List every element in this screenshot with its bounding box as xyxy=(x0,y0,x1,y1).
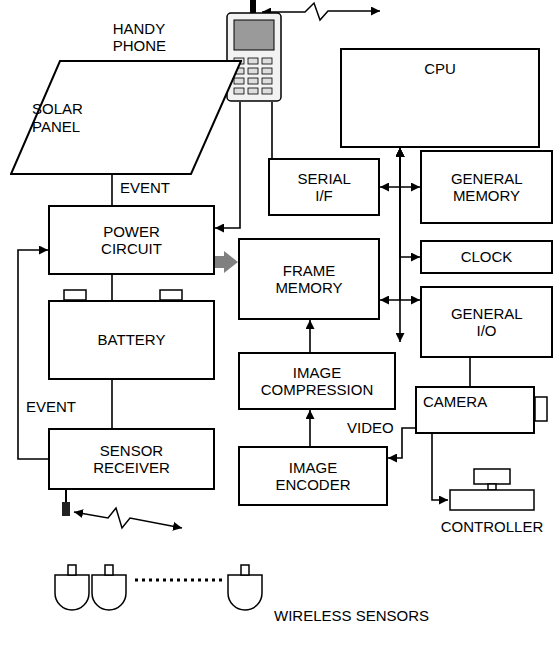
phone-key xyxy=(248,78,258,84)
radio-link xyxy=(74,508,182,528)
connector xyxy=(309,410,311,446)
connector xyxy=(111,275,113,300)
phone-key xyxy=(234,78,244,84)
node-label: SENSOR RECEIVER xyxy=(93,442,170,477)
solar-panel: SOLAR PANEL xyxy=(10,60,242,175)
node-label: HANDY PHONE xyxy=(113,20,166,55)
phone-shape xyxy=(226,12,282,102)
node-label: BATTERY xyxy=(98,331,166,348)
node-label: POWER CIRCUIT xyxy=(101,223,162,258)
sensor-body xyxy=(55,575,89,610)
process-box: IMAGE COMPRESSION xyxy=(238,352,396,410)
phone-key xyxy=(248,58,258,64)
clock-box: CLOCK xyxy=(420,240,553,274)
phone-key xyxy=(234,88,244,94)
node-label: SERIAL I/F xyxy=(298,170,351,205)
power-arrow xyxy=(215,256,224,268)
handy-phone: HANDY PHONE xyxy=(226,12,282,102)
io-box: GENERAL I/O xyxy=(420,286,553,358)
process-box: IMAGE ENCODER xyxy=(238,446,388,506)
node-label: GENERAL I/O xyxy=(451,305,522,340)
connector xyxy=(18,250,48,459)
phone-screen xyxy=(234,20,274,50)
power-box: POWER CIRCUIT xyxy=(48,205,215,275)
phone-key xyxy=(262,68,272,74)
wireless-sensor xyxy=(55,565,89,610)
receiver-antenna xyxy=(62,502,70,516)
sensor-antenna xyxy=(241,565,249,575)
connector xyxy=(111,380,113,428)
connector xyxy=(400,148,420,257)
connector xyxy=(380,148,400,187)
controller-device: CONTROLLER xyxy=(448,468,536,512)
sensor-body xyxy=(92,575,126,610)
camera-lens xyxy=(535,396,549,422)
lens-outline xyxy=(535,397,547,421)
phone-key xyxy=(262,58,272,64)
connector xyxy=(309,320,311,352)
battery-box: BATTERY xyxy=(48,300,215,380)
antenna-mast xyxy=(65,490,67,502)
wireless-sensor xyxy=(92,565,126,610)
connector xyxy=(271,102,273,158)
node-label: IMAGE ENCODER xyxy=(276,459,351,494)
phone-key xyxy=(262,78,272,84)
signal-label: EVENT xyxy=(24,398,78,415)
controller-stem xyxy=(488,484,496,490)
phone-key xyxy=(262,88,272,94)
interface-box: SERIAL I/F xyxy=(268,158,380,216)
camera-box: CAMERA xyxy=(415,386,535,434)
connector xyxy=(400,148,420,187)
panel-outline xyxy=(11,61,241,174)
node-label: CONTROLLER xyxy=(441,518,544,535)
controller-shape xyxy=(448,468,536,512)
node-label: FRAME MEMORY xyxy=(275,262,342,297)
wireless-sensor xyxy=(228,565,262,610)
phone-key xyxy=(248,68,258,74)
sensor-body xyxy=(228,575,262,610)
battery-terminal xyxy=(64,290,86,300)
note-label: EVENT xyxy=(118,179,172,196)
memory-box: GENERAL MEMORY xyxy=(420,150,553,224)
memory-box: FRAME MEMORY xyxy=(238,238,380,320)
connector xyxy=(400,148,420,300)
signal-label: VIDEO xyxy=(345,419,396,436)
node-label: CPU xyxy=(424,60,456,77)
connector xyxy=(380,148,400,300)
node-label: SOLAR PANEL xyxy=(32,100,83,135)
phone-antenna xyxy=(250,0,256,13)
sensor-antenna xyxy=(105,565,113,575)
connector xyxy=(432,434,448,500)
note-label: WIRELESS SENSORS xyxy=(272,607,431,624)
phone-body xyxy=(227,13,281,101)
connector xyxy=(469,358,471,386)
phone-key xyxy=(248,88,258,94)
cpu-box: CPU xyxy=(340,48,540,148)
sensor-antenna xyxy=(68,565,76,575)
battery-terminal xyxy=(160,290,182,300)
node-label: GENERAL MEMORY xyxy=(451,170,522,205)
controller-head xyxy=(474,469,510,484)
receiver-box: SENSOR RECEIVER xyxy=(48,428,215,490)
connector xyxy=(111,175,113,205)
ellipsis-dots xyxy=(135,579,222,582)
controller-base xyxy=(450,490,534,510)
node-label: CLOCK xyxy=(461,248,513,265)
connector xyxy=(215,102,240,228)
node-label: IMAGE COMPRESSION xyxy=(261,364,374,399)
node-label: CAMERA xyxy=(423,393,487,410)
bus-end xyxy=(399,300,401,342)
